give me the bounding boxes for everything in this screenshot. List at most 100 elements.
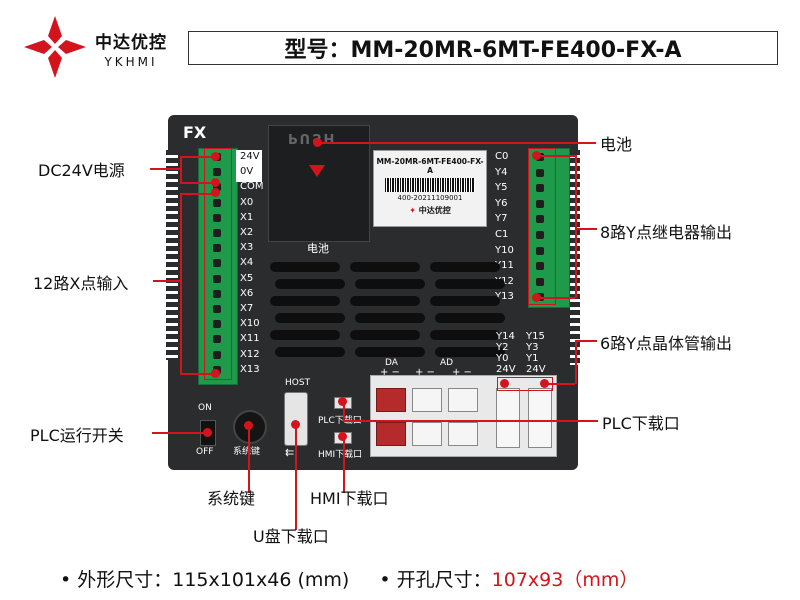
left-terminal-label: X2 (240, 227, 254, 238)
vent-slot (275, 279, 345, 289)
vent-slot (350, 330, 420, 340)
relay-leader-h1 (537, 155, 575, 157)
left-terminal-label: COM (240, 181, 264, 193)
left-vent-fins (166, 150, 178, 360)
sticker-model: MM-20MR-6MT-FE400-FX-A (376, 157, 484, 175)
usb-dot (291, 420, 300, 429)
right-terminal-label: Y11 (495, 260, 514, 272)
sticker-logo: ✦ 中达优控 (374, 205, 486, 216)
inputs-leader-v (180, 193, 182, 373)
dc24v-leader-h2 (180, 182, 212, 184)
right-terminal-label: C0 (495, 151, 509, 162)
transistor-leader-h2 (545, 383, 575, 385)
ad-port-1[interactable] (412, 388, 442, 412)
da-port-1[interactable] (376, 388, 406, 412)
right-terminal-pin (536, 231, 544, 239)
inputs-dot-bottom (211, 369, 220, 378)
left-terminal-label: X3 (240, 242, 254, 254)
usb-leader-v (295, 425, 297, 530)
left-terminal-pin (213, 183, 221, 192)
plc-port-leader-v (343, 401, 345, 421)
left-terminal-labels-bg (236, 150, 262, 182)
left-terminal-label: X10 (240, 318, 260, 330)
left-terminal-pin (213, 320, 221, 329)
brand-name-cn: 中达优控 (95, 33, 167, 53)
vent-slot (430, 296, 500, 306)
relay-leader (575, 228, 597, 230)
run-switch-on-label: ON (198, 403, 212, 413)
right-terminal-pin (536, 184, 544, 193)
barcode-icon (385, 178, 475, 192)
callout-battery: 电池 (600, 135, 633, 154)
dc24v-leader (150, 168, 180, 170)
left-terminal-label: X6 (240, 287, 254, 299)
vent-slot (350, 296, 420, 306)
right-terminal-label: C1 (495, 229, 509, 240)
callout-run-switch: PLC运行开关 (30, 426, 124, 445)
da-port-2[interactable] (376, 422, 406, 446)
system-key-leader-v (248, 425, 250, 493)
vent-slot (355, 279, 425, 289)
switch-leader (152, 432, 207, 434)
left-terminal-pin (213, 259, 221, 268)
transistor-label: Y14 (496, 331, 515, 342)
vent-slot (435, 279, 505, 289)
plc-port-dot (338, 397, 347, 406)
vent-slot (275, 347, 345, 357)
inputs-dot-top (211, 188, 220, 197)
right-terminal-label: Y5 (495, 182, 508, 194)
outline-dimensions: • 外形尺寸：115x101x46 (mm) (60, 569, 350, 591)
transistor-dot-1 (500, 379, 509, 388)
transistor-label: Y1 (526, 353, 539, 364)
transistor-port-1[interactable] (496, 388, 520, 448)
vent-slot (435, 347, 505, 357)
sticker-logo-text: 中达优控 (418, 206, 451, 215)
dc24v-leader-h1 (180, 156, 212, 158)
host-label: HOST (285, 378, 311, 388)
da-polarity: + − (380, 367, 400, 378)
callout-hmi-download: HMI下载口 (310, 489, 389, 508)
inputs-highlight (204, 148, 232, 380)
transistor-label: Y2 (496, 342, 509, 353)
da-label: DA (385, 358, 398, 368)
inputs-leader-h2 (180, 373, 212, 375)
transistor-label: Y15 (526, 331, 545, 342)
ad1-polarity: + − (415, 367, 435, 378)
callout-usb-download: U盘下载口 (253, 527, 329, 546)
ad-port-3[interactable] (412, 422, 442, 446)
hmi-port-dot (338, 432, 347, 441)
vent-slot (275, 313, 345, 323)
dc24v-dot-1 (211, 152, 220, 161)
relay-dot-top (532, 151, 541, 160)
transistor-leader-h (575, 340, 597, 342)
hmi-port-leader-v (343, 436, 345, 493)
vent-slot (270, 330, 340, 340)
transistor-port-2[interactable] (528, 388, 552, 448)
battery-dot (313, 138, 322, 147)
brand-name: 中达优控 YKHMI (95, 28, 167, 69)
ad2-polarity: + − (452, 367, 472, 378)
transistor-dot-2 (540, 379, 549, 388)
relay-leader-v (575, 155, 577, 298)
callout-inputs: 12路X点输入 (33, 274, 129, 293)
dc24v-leader-v (180, 156, 182, 182)
sticker-serial: 400-20211109001 (397, 194, 463, 202)
right-terminal-pin (536, 277, 544, 286)
callout-transistor-out: 6路Y点晶体管输出 (600, 334, 732, 353)
right-terminal-label: Y7 (495, 213, 508, 225)
left-terminal-label: 24V (240, 151, 260, 162)
relay-dot-bottom (532, 293, 541, 302)
transistor-label: 24V (526, 364, 546, 375)
left-terminal-label: X0 (240, 196, 254, 208)
transistor-label: Y0 (496, 353, 509, 364)
left-terminal-pin (213, 244, 221, 253)
vent-slot (350, 262, 420, 272)
callout-system-key: 系统键 (207, 489, 256, 508)
vent-slot (430, 262, 500, 272)
left-terminal-label: 0V (240, 166, 254, 178)
ad-port-2[interactable] (448, 388, 478, 412)
vent-slot (355, 313, 425, 323)
dc24v-dot-2 (211, 178, 220, 187)
series-label: FX (183, 123, 207, 142)
ad-port-4[interactable] (448, 422, 478, 446)
